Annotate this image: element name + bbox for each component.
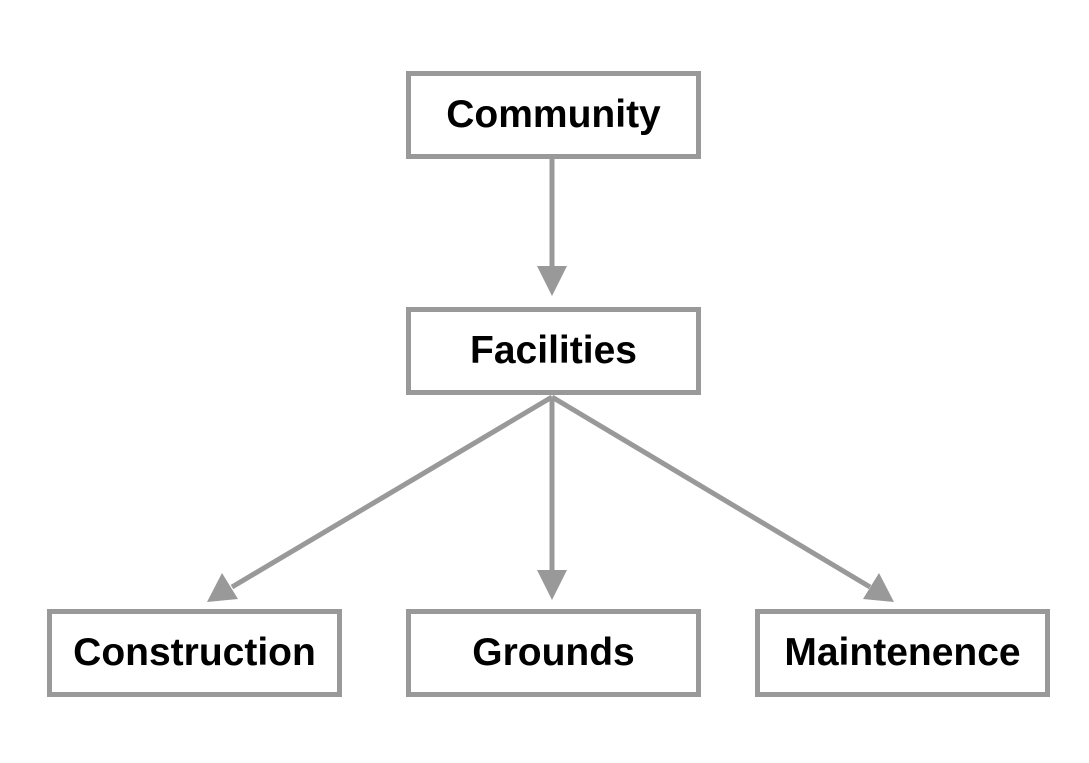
arrow-facilities-to-grounds <box>537 397 567 600</box>
node-facilities: Facilities <box>406 307 701 395</box>
arrow-community-to-facilities <box>537 157 567 296</box>
node-label: Maintenence <box>784 631 1021 674</box>
node-maintenence: Maintenence <box>755 609 1050 697</box>
node-label: Facilities <box>470 329 637 372</box>
node-community: Community <box>406 71 701 159</box>
node-grounds: Grounds <box>406 609 701 697</box>
node-label: Community <box>446 93 661 136</box>
node-label: Grounds <box>472 631 635 674</box>
arrow-facilities-to-construction <box>207 394 554 602</box>
node-label: Construction <box>73 631 316 674</box>
arrow-facilities-to-maintenence <box>550 394 894 602</box>
node-construction: Construction <box>47 609 342 697</box>
